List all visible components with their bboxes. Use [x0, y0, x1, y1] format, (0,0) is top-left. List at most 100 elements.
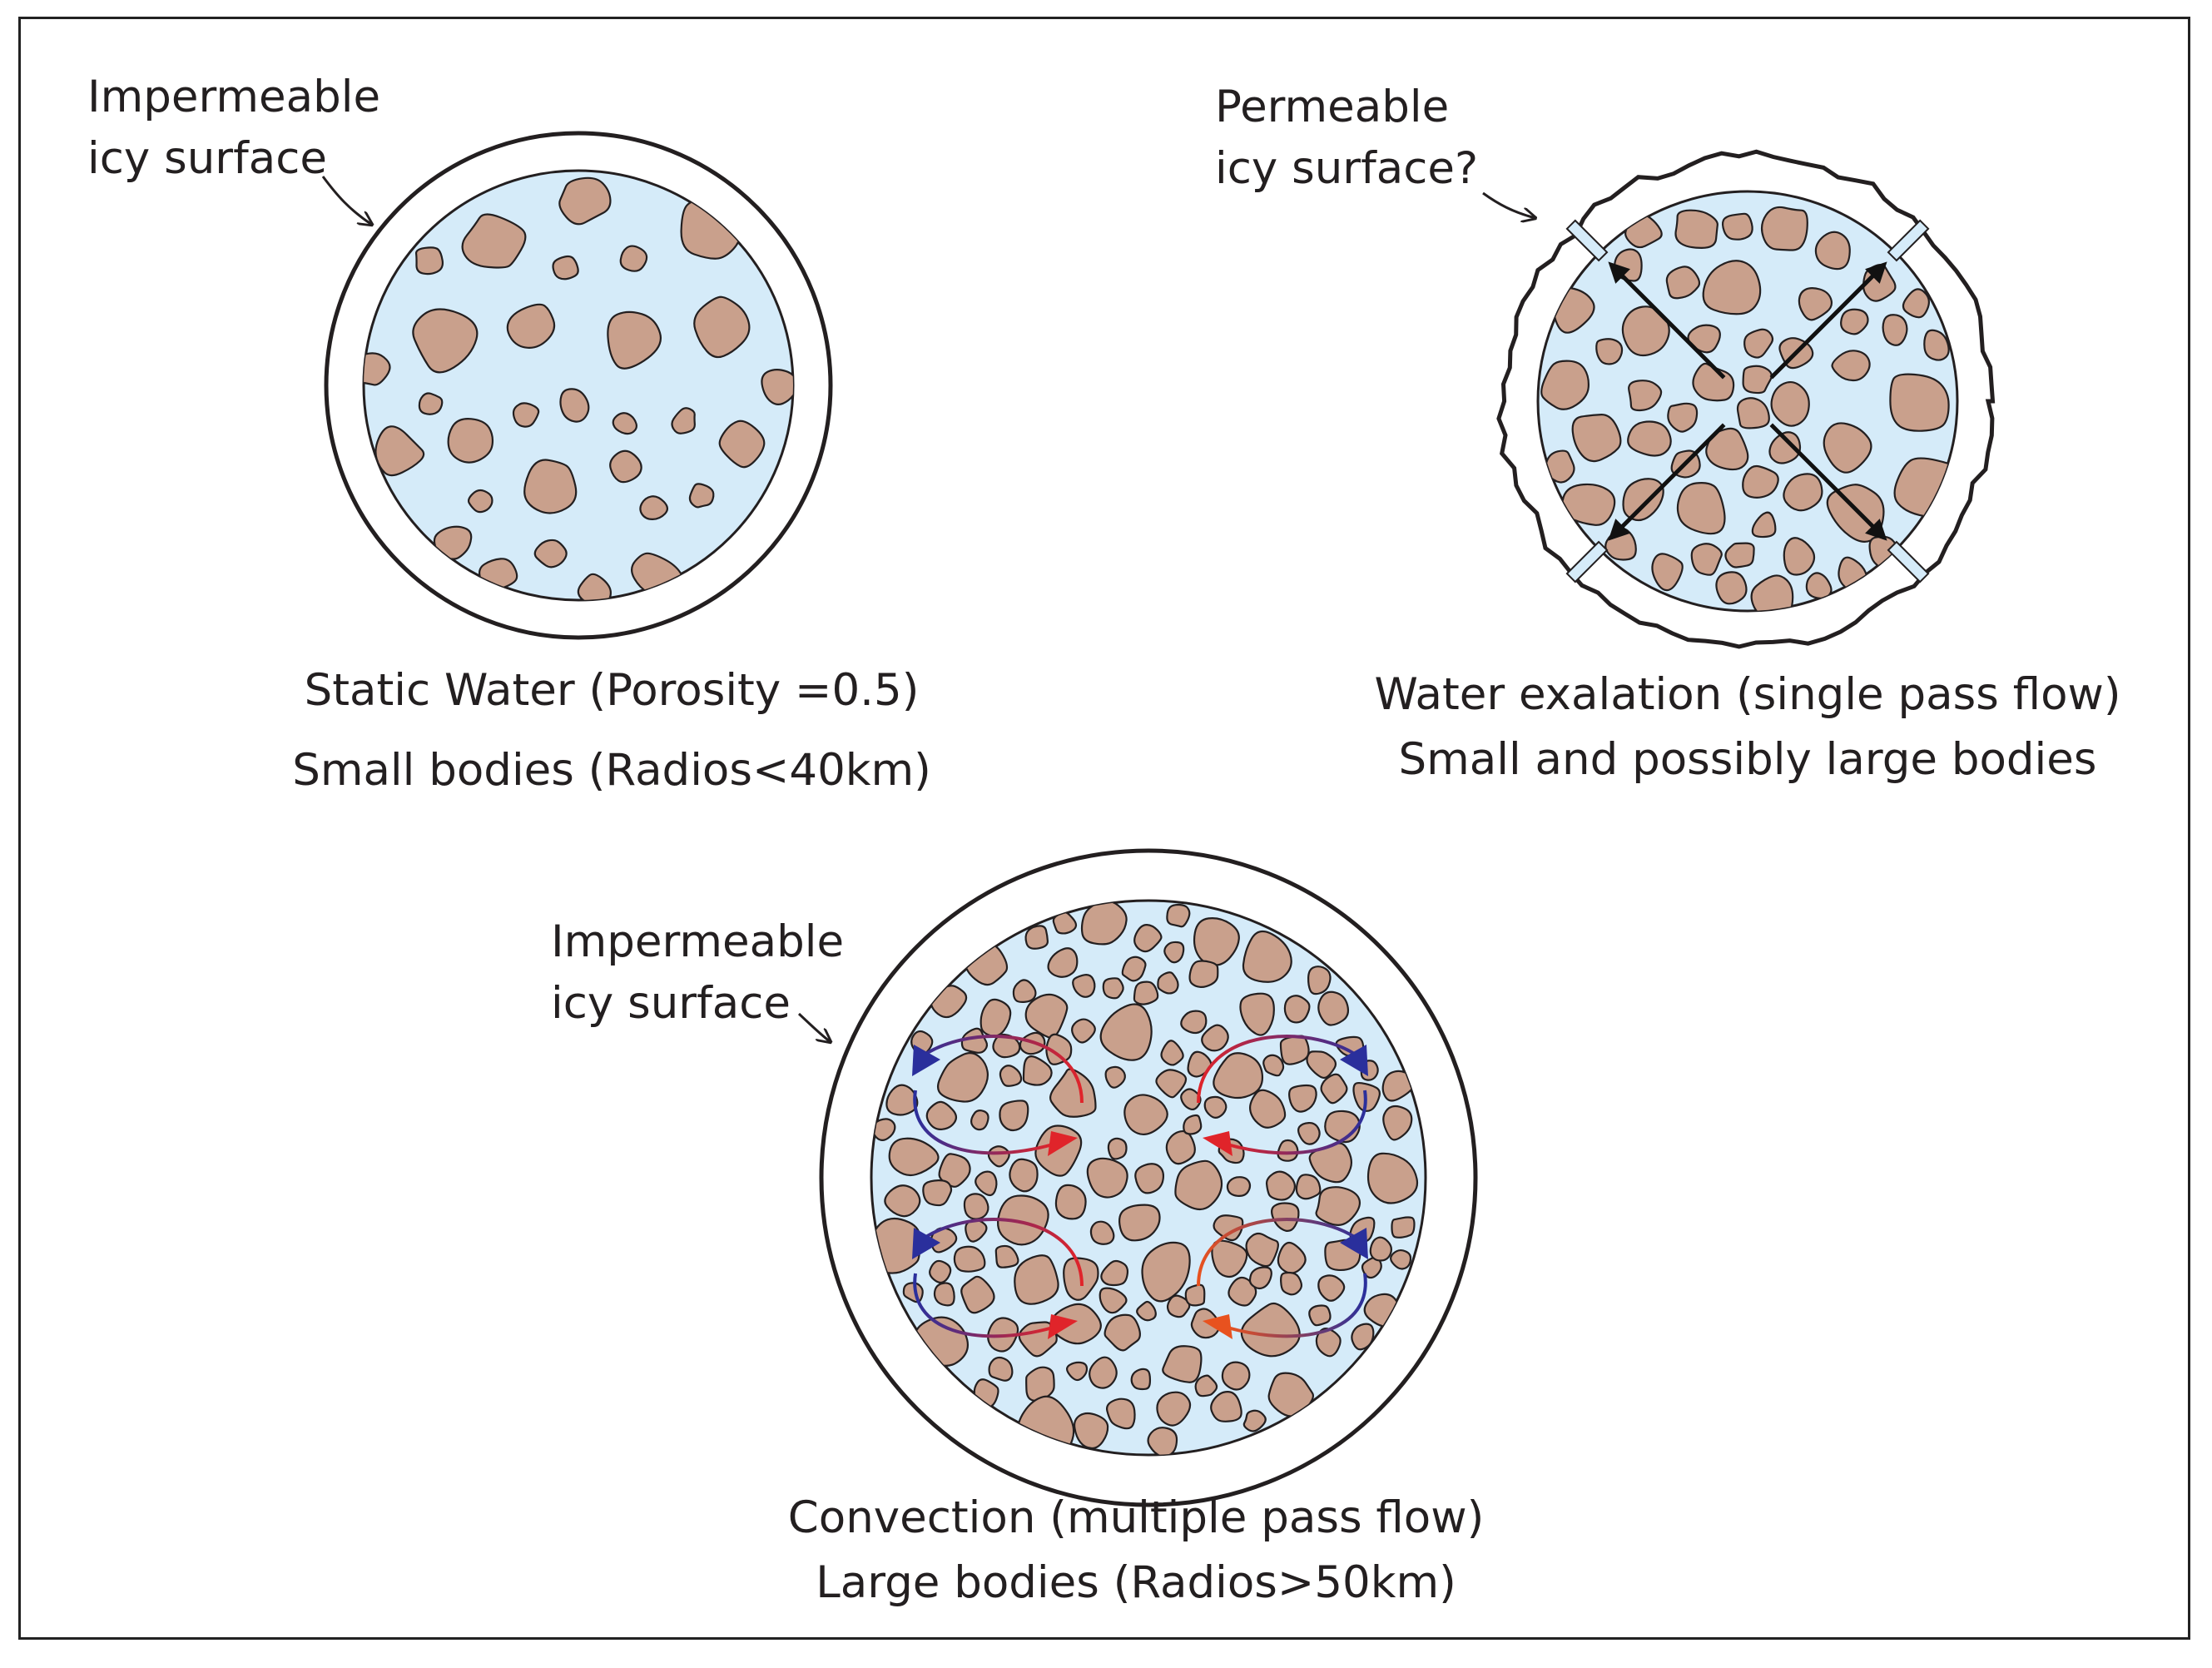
pointer-arrow-icon: [797, 1012, 831, 1042]
rock-grain: [992, 1033, 1021, 1059]
rock-grain: [1228, 1276, 1257, 1307]
rock-grain: [925, 1100, 958, 1130]
rock-grain: [412, 308, 479, 374]
rock-grain: [884, 1184, 921, 1218]
rock-grain: [1121, 956, 1147, 982]
rock-grain: [1651, 553, 1684, 592]
rock-grain: [1715, 571, 1748, 605]
rock-grain: [1054, 1184, 1087, 1220]
rock-grain: [1188, 960, 1219, 988]
static-caption: Static Water (Porosity =0.5) Small bodie…: [292, 651, 931, 811]
rock-grain: [1307, 966, 1332, 995]
rock-grain: [1882, 314, 1908, 346]
label-line: Impermeable: [551, 916, 845, 967]
shell-cracks: [1565, 219, 1930, 583]
rock-grain: [1163, 941, 1185, 964]
outflow-arrow: [1769, 261, 1887, 380]
convection-arc-upper: [914, 1218, 1084, 1287]
rock-grain: [1324, 1110, 1361, 1144]
rock-grain: [1265, 1170, 1296, 1201]
rock-grain: [1166, 903, 1191, 928]
rock-grain: [1280, 1271, 1303, 1296]
rock-grain: [1382, 1105, 1413, 1141]
rock-grain: [963, 1193, 989, 1220]
rock-grain: [1201, 1024, 1229, 1052]
rock-grain: [1248, 1089, 1287, 1129]
rock-grain: [1545, 449, 1575, 484]
rock-grain: [1130, 1368, 1152, 1391]
rock-grain: [1540, 360, 1590, 410]
rock-grain: [1315, 1186, 1361, 1226]
rock-grain: [1047, 947, 1079, 978]
rock-grain: [1283, 995, 1311, 1024]
rock-grain: [1133, 980, 1159, 1005]
convection-caption: Convection (multiple pass flow) Large bo…: [788, 1486, 1484, 1616]
rock-grain: [607, 310, 662, 370]
rock-grain: [1742, 365, 1773, 395]
rock-grain: [1065, 1361, 1089, 1382]
pointer-arrow-icon: [321, 176, 372, 225]
label-line: Impermeable: [87, 72, 381, 122]
rock-grain: [559, 388, 590, 423]
rock-grain: [1193, 917, 1240, 966]
rock-grain: [980, 998, 1012, 1037]
rock-grain: [761, 369, 793, 405]
outflow-arrow-icon: [1608, 261, 1887, 541]
convection-arc-upper: [1197, 1035, 1366, 1104]
rock-grain: [1213, 1214, 1244, 1242]
rock-grain: [418, 392, 444, 415]
pointer-arrow-icon: [1482, 191, 1535, 218]
rock-grain: [1267, 1372, 1315, 1417]
rock-grain: [1271, 1202, 1300, 1232]
rock-grain: [999, 1065, 1023, 1087]
convection-arc-lower: [1227, 1273, 1367, 1338]
rock-grain: [1086, 1157, 1128, 1199]
rock-grain: [1157, 971, 1179, 995]
rock-grain: [1099, 1287, 1128, 1314]
rock-grain: [506, 303, 556, 349]
rock-grain: [1317, 1274, 1346, 1302]
label-line: icy surface?: [1215, 143, 1479, 194]
rock-grain: [1724, 542, 1755, 568]
rock-grain: [1049, 1068, 1097, 1118]
rock-grain: [922, 1179, 953, 1207]
convection-arc-lower: [913, 1273, 1054, 1338]
rock-grain: [1277, 1139, 1299, 1162]
rock-grain: [1141, 1241, 1191, 1303]
exalation-body: [1496, 149, 1996, 649]
rock-grain: [1571, 413, 1622, 463]
cold-arrowhead: [1340, 1045, 1368, 1076]
rock-grain: [1391, 1216, 1416, 1239]
rock-grain: [619, 245, 648, 272]
rock-grain: [1742, 464, 1779, 499]
rock-grain: [1160, 1040, 1184, 1066]
convection-arc-upper: [914, 1035, 1084, 1104]
rock-grain: [1783, 473, 1823, 512]
rock-grain: [1156, 1391, 1192, 1427]
rock-grain: [1366, 1152, 1419, 1204]
rock-grain: [1823, 422, 1872, 474]
rock-grain: [1702, 260, 1762, 315]
hot-arrowhead: [1048, 1314, 1078, 1339]
rock-grain: [1902, 288, 1930, 319]
rock-grain: [467, 489, 493, 514]
caption-line: Water exalation (single pass flow): [1374, 669, 2121, 720]
rock-grain: [1240, 1302, 1301, 1358]
rock-grain: [1009, 1158, 1039, 1193]
rock-grain: [1089, 1356, 1118, 1389]
rock-grain: [1118, 1204, 1161, 1242]
rock-grain: [718, 419, 766, 469]
rock-grain: [1627, 420, 1672, 457]
hot-arrowhead: [1203, 1314, 1232, 1339]
crack: [1565, 540, 1609, 583]
rock-grain: [1106, 1397, 1136, 1430]
rock-grain: [688, 483, 715, 509]
rock-grain: [1183, 1114, 1203, 1135]
rock-grain: [1751, 511, 1777, 539]
rock-grain: [888, 1137, 940, 1177]
rock-grain: [994, 1244, 1019, 1268]
rock-grain: [1210, 1390, 1242, 1422]
rock-grain: [1155, 1069, 1188, 1099]
rock-grain: [609, 449, 642, 484]
